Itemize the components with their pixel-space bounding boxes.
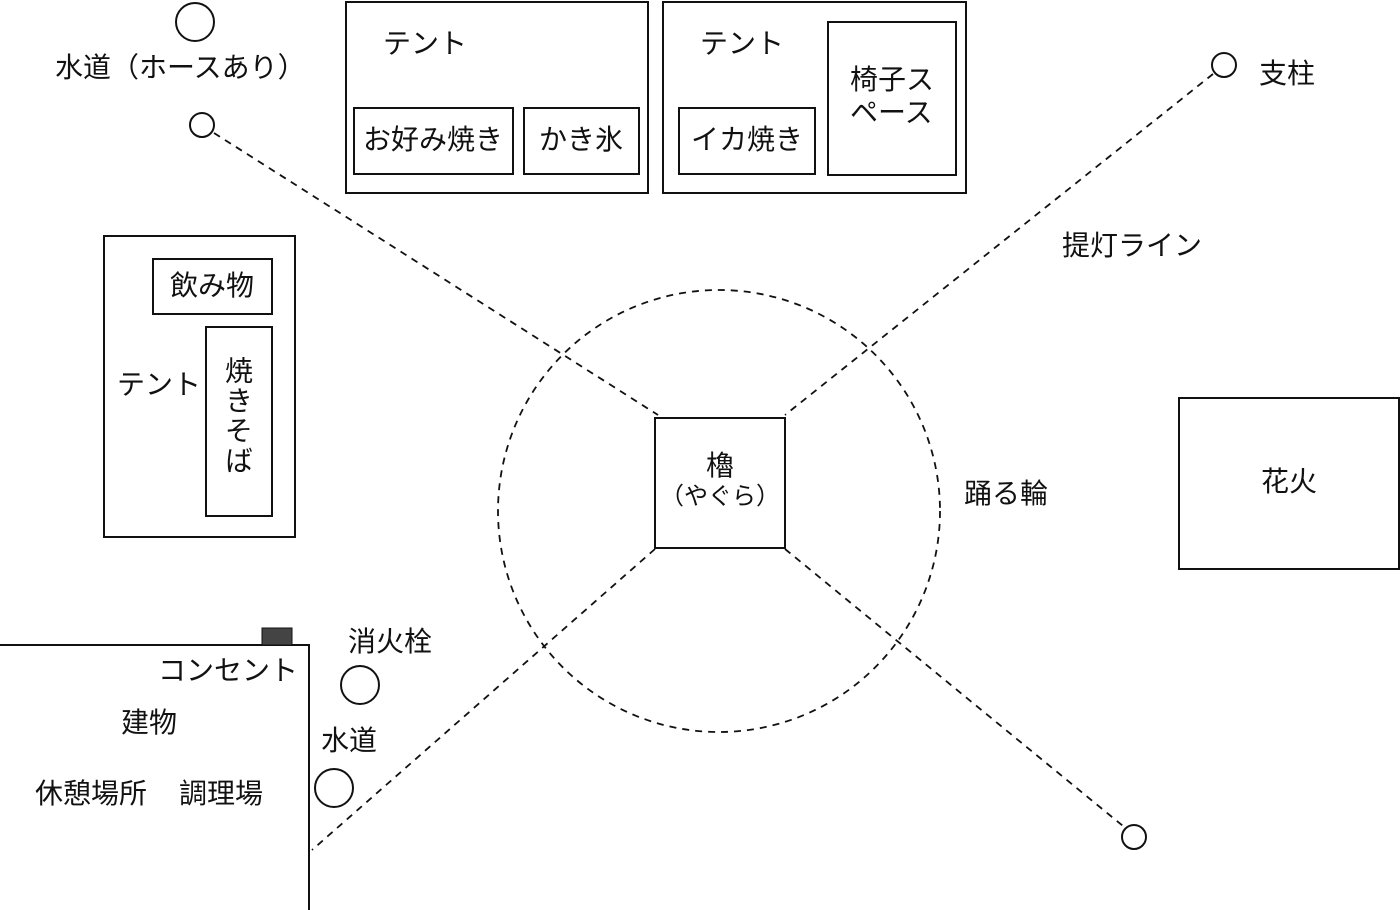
okonomiyaki-label: お好み焼き bbox=[362, 123, 504, 156]
kakigori-box bbox=[523, 107, 640, 175]
tent-3-box bbox=[103, 235, 296, 538]
fireworks-label: 花火 bbox=[1260, 465, 1318, 498]
outlet-label: コンセント bbox=[158, 654, 299, 687]
water-hose-circle-top bbox=[175, 2, 215, 42]
yagura-reading-label: （やぐら） bbox=[660, 482, 780, 510]
lantern-line-northeast bbox=[784, 73, 1214, 416]
lantern-line-southwest bbox=[311, 548, 656, 851]
lantern-line-label: 提灯ライン bbox=[1062, 229, 1203, 262]
ika-yaki-label: イカ焼き bbox=[690, 123, 804, 156]
pillar-label: 支柱 bbox=[1259, 57, 1316, 90]
tent-1-label: テント bbox=[383, 27, 468, 60]
drinks-box bbox=[152, 258, 273, 315]
tent-2-box bbox=[662, 1, 967, 194]
tent-3-label: テント bbox=[117, 368, 202, 401]
chair-space-label-line-2: ペース bbox=[850, 96, 933, 129]
tent-1-box bbox=[345, 1, 649, 194]
yakisoba-label: 焼きそば bbox=[221, 356, 254, 476]
lantern-pillar-northwest bbox=[189, 112, 215, 138]
lantern-line-northwest bbox=[213, 132, 659, 416]
chair-space-box bbox=[827, 21, 957, 176]
yagura-label: 櫓 bbox=[705, 449, 735, 482]
water-label: 水道 bbox=[321, 724, 378, 757]
lantern-pillar-southeast bbox=[1121, 824, 1147, 850]
hydrant-circle bbox=[340, 665, 380, 705]
water-circle bbox=[314, 768, 354, 808]
building-outline bbox=[0, 644, 310, 910]
drinks-label: 飲み物 bbox=[169, 269, 255, 302]
yagura-box bbox=[654, 417, 786, 549]
water-hose-label: 水道（ホースあり） bbox=[55, 51, 306, 84]
chair-space-label-line-1: 椅子ス bbox=[850, 63, 935, 96]
kakigori-label: かき氷 bbox=[538, 123, 624, 156]
hydrant-label: 消火栓 bbox=[348, 625, 433, 658]
tent-2-label: テント bbox=[700, 27, 785, 60]
dance-ring-label: 踊る輪 bbox=[964, 477, 1049, 510]
kitchen-label: 調理場 bbox=[179, 777, 264, 810]
dance-ring-circle bbox=[497, 289, 941, 733]
ika-yaki-box bbox=[678, 107, 816, 175]
rest-area-label: 休憩場所 bbox=[35, 777, 148, 810]
outlet-block bbox=[261, 627, 293, 646]
fireworks-box bbox=[1178, 397, 1400, 570]
building-label: 建物 bbox=[121, 706, 178, 739]
okonomiyaki-box bbox=[353, 107, 514, 175]
yakisoba-box bbox=[205, 326, 273, 517]
lantern-line-southeast bbox=[784, 548, 1124, 827]
lantern-pillar-northeast bbox=[1211, 52, 1237, 78]
